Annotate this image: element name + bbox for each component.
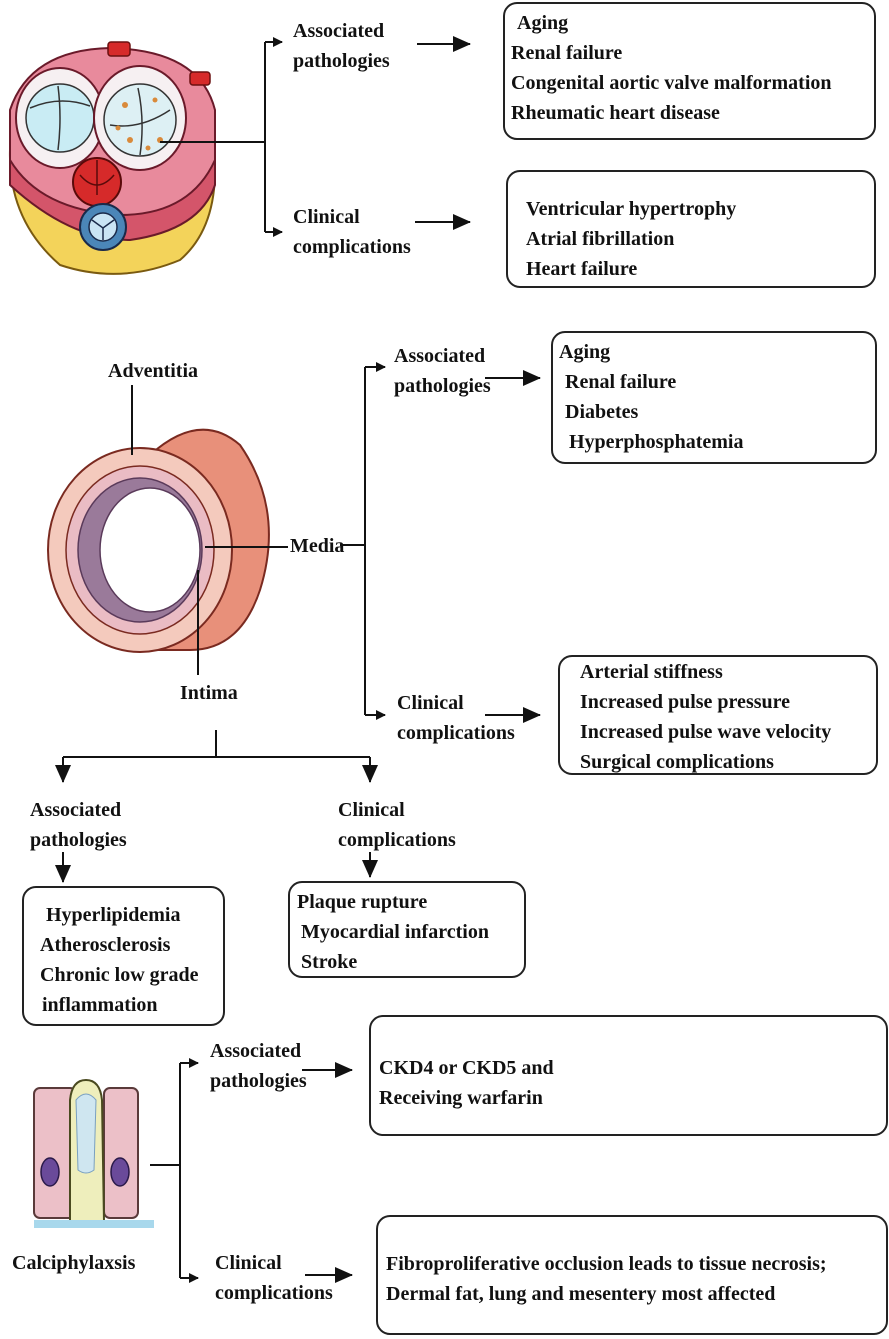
clinical-complications-label-intima: Clinical complications bbox=[338, 799, 456, 851]
calciphylaxis-title: Calciphylaxsis bbox=[12, 1252, 136, 1274]
heart-valve-illustration bbox=[8, 41, 216, 275]
list-item: Renal failure bbox=[565, 371, 677, 393]
list-item: Hyperlipidemia bbox=[46, 904, 181, 926]
associated-pathologies-label-calciphylaxis: Associated pathologies bbox=[210, 1040, 307, 1092]
list-item: Congenital aortic valve malformation bbox=[511, 72, 832, 94]
list-item: Myocardial infarction bbox=[301, 921, 489, 943]
clinical-complications-label-media: Clinical complications bbox=[397, 692, 515, 744]
calciphylaxis-clinical-complications-box: Fibroproliferative occlusion leads to ti… bbox=[376, 1215, 888, 1335]
valve-associated-pathologies-box: Aging Renal failure Congenital aortic va… bbox=[503, 2, 876, 140]
list-item: Ventricular hypertrophy bbox=[526, 198, 737, 220]
calciphylaxis-associated-pathologies-box: CKD4 or CKD5 and Receiving warfarin bbox=[369, 1015, 888, 1136]
list-item: Increased pulse pressure bbox=[580, 691, 791, 713]
adventitia-label: Adventitia bbox=[108, 360, 198, 382]
artery-illustration bbox=[47, 428, 270, 653]
list-item: Aging bbox=[517, 12, 569, 34]
valve-clinical-complications-box: Ventricular hypertrophy Atrial fibrillat… bbox=[506, 170, 876, 288]
associated-pathologies-label-intima: Associated pathologies bbox=[30, 799, 127, 851]
list-item: Renal failure bbox=[511, 42, 623, 64]
list-item: Arterial stiffness bbox=[580, 661, 723, 683]
list-item: Chronic low grade bbox=[40, 964, 199, 986]
associated-pathologies-label-media: Associated pathologies bbox=[394, 345, 491, 397]
intima-associated-pathologies-box: Hyperlipidemia Atherosclerosis Chronic l… bbox=[22, 886, 225, 1026]
list-item: Surgical complications bbox=[580, 751, 774, 773]
list-item: inflammation bbox=[42, 994, 158, 1016]
clinical-complications-label-valve: Clinical complications bbox=[293, 206, 411, 258]
clinical-complications-label-calciphylaxis: Clinical complications bbox=[215, 1252, 333, 1304]
list-item: Atrial fibrillation bbox=[526, 228, 675, 250]
list-item: Hyperphosphatemia bbox=[569, 431, 744, 453]
list-item: Diabetes bbox=[565, 401, 639, 423]
list-item: Plaque rupture bbox=[297, 891, 428, 913]
media-label: Media bbox=[290, 535, 345, 557]
list-item: Atherosclerosis bbox=[40, 934, 171, 956]
list-item: Heart failure bbox=[526, 258, 638, 280]
connector-lines bbox=[55, 36, 541, 1283]
list-item: Increased pulse wave velocity bbox=[580, 721, 832, 743]
list-item: Dermal fat, lung and mesentery most affe… bbox=[386, 1283, 776, 1305]
list-item: Rheumatic heart disease bbox=[511, 102, 720, 124]
list-item: Receiving warfarin bbox=[379, 1087, 543, 1109]
media-clinical-complications-box: Arterial stiffness Increased pulse press… bbox=[558, 655, 878, 775]
list-item: Aging bbox=[559, 341, 611, 363]
media-associated-pathologies-box: Aging Renal failure Diabetes Hyperphosph… bbox=[551, 331, 877, 464]
intima-clinical-complications-box: Plaque rupture Myocardial infarction Str… bbox=[288, 881, 526, 978]
list-item: Fibroproliferative occlusion leads to ti… bbox=[386, 1253, 827, 1275]
list-item: CKD4 or CKD5 and bbox=[379, 1057, 554, 1079]
associated-pathologies-label-valve: Associated pathologies bbox=[293, 20, 390, 72]
intima-label: Intima bbox=[180, 682, 238, 704]
list-item: Stroke bbox=[301, 951, 358, 973]
calciphylaxis-cell-illustration bbox=[33, 1078, 154, 1228]
